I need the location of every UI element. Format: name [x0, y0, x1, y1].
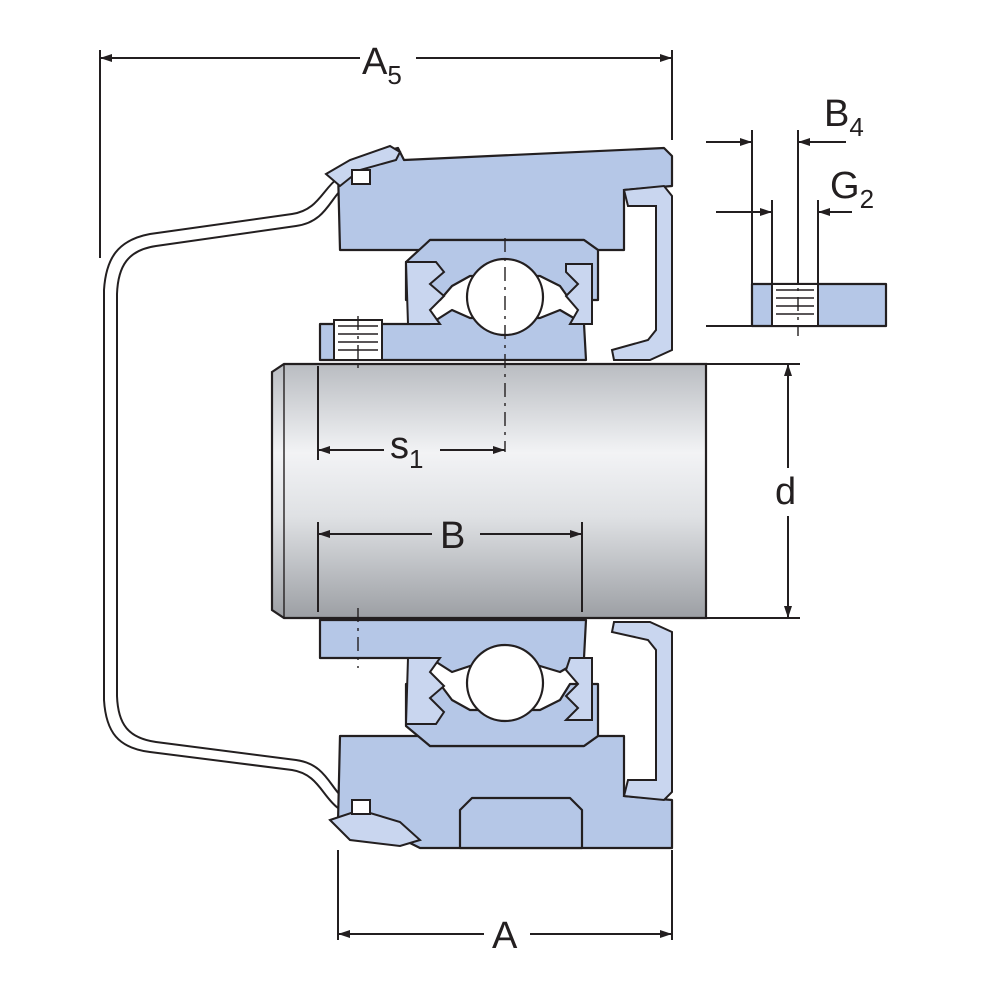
dim-label-a5: A5	[362, 41, 402, 90]
housing-bottom	[328, 734, 674, 850]
dim-label-g2: G2	[830, 165, 874, 214]
dim-label-b4: B4	[824, 93, 864, 142]
dim-label-b: B	[440, 515, 465, 557]
end-cover-clip	[103, 177, 346, 809]
dimension-lines	[99, 50, 852, 940]
dim-label-d: d	[775, 471, 796, 513]
shaft	[270, 362, 708, 620]
bearing-top	[318, 238, 600, 362]
housing-top	[324, 144, 674, 252]
bearing-bottom	[318, 618, 600, 748]
seal-cover	[610, 184, 673, 802]
dim-label-a: A	[492, 915, 518, 957]
dim-label-s1: s1	[390, 425, 423, 474]
detail-view	[706, 282, 888, 328]
